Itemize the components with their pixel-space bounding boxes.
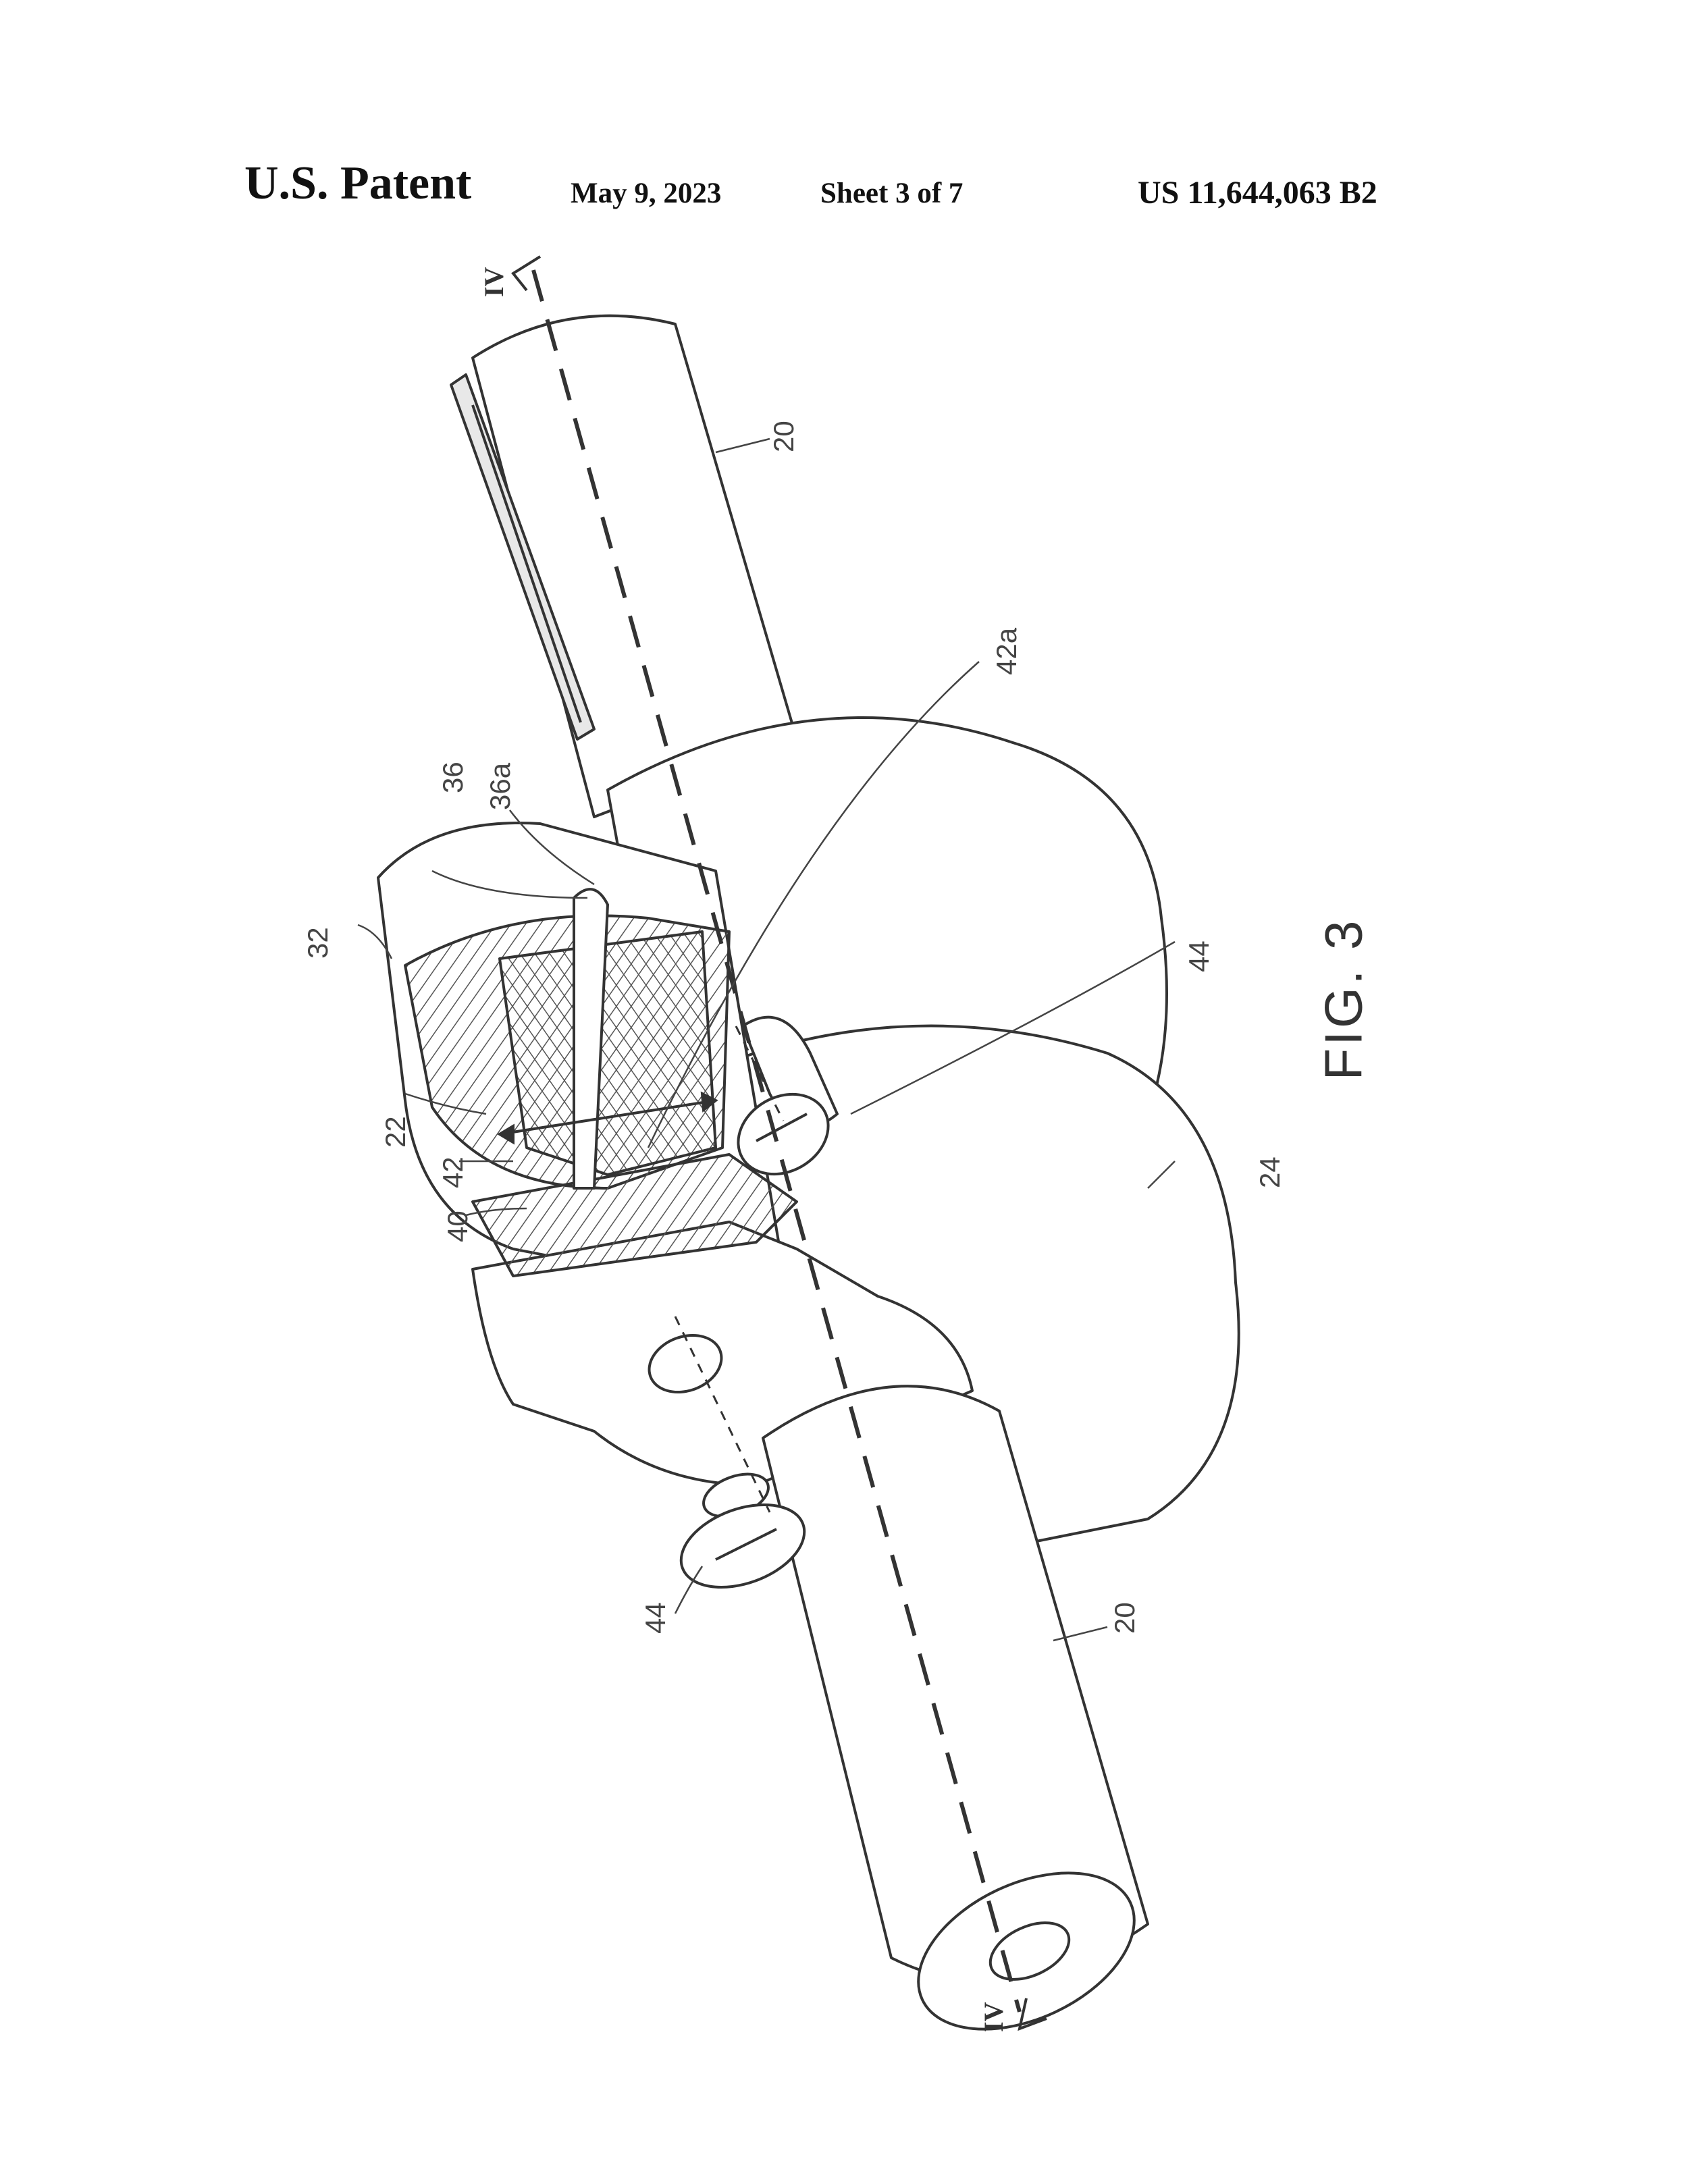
shaft-bore	[988, 1921, 1071, 1981]
ref-42: 42	[437, 1156, 469, 1188]
leader-36a	[509, 809, 595, 886]
leader-20-upper	[715, 437, 770, 454]
adjust-arrowhead-right	[700, 1091, 718, 1113]
screw-slot-lower	[715, 1528, 777, 1561]
ref-36a: 36a	[484, 762, 516, 810]
ref-42a: 42a	[991, 627, 1022, 675]
header-date: May 9, 2023	[571, 178, 722, 209]
section-arrow-top	[511, 255, 542, 292]
screw-axis-upper	[735, 1026, 785, 1121]
pin-lower-section	[471, 1153, 798, 1277]
leader-40	[465, 1207, 527, 1217]
rotation-axis	[531, 269, 1022, 2013]
leader-44-lower	[674, 1566, 704, 1614]
ref-44-upper: 44	[1183, 940, 1215, 972]
adjust-arrow	[499, 1099, 716, 1136]
oil-channel	[573, 888, 609, 1190]
leader-32	[357, 924, 393, 959]
figure-label: FIG. 3	[1313, 917, 1373, 1081]
header-sheet: Sheet 3 of 7	[820, 178, 964, 209]
screw-slot-upper	[756, 1113, 808, 1142]
shaft-groove	[450, 373, 596, 741]
leader-20-lower	[1053, 1626, 1108, 1642]
leader-36	[431, 870, 588, 899]
screw-axis	[674, 1316, 771, 1513]
ref-40: 40	[442, 1210, 473, 1242]
ref-22: 22	[379, 1116, 411, 1148]
ref-36: 36	[437, 762, 469, 793]
upper-shaft	[471, 314, 798, 818]
ref-44-lower: 44	[639, 1602, 671, 1634]
ref-20-lower: 20	[1109, 1602, 1140, 1634]
leader-42a	[647, 661, 980, 1148]
header-patent-number: US 11,644,063 B2	[1138, 175, 1377, 211]
adjust-arrowhead-left	[497, 1123, 515, 1145]
header-brand: U.S. Patent	[244, 157, 472, 209]
section-arrow-bottom	[1018, 1998, 1047, 2031]
screw-hole	[648, 1333, 723, 1394]
groove-line	[471, 404, 582, 723]
ref-20-upper: 20	[768, 421, 799, 452]
leader-44-upper	[850, 940, 1176, 1115]
ref-24: 24	[1254, 1156, 1286, 1188]
section-mark-top: IV	[479, 267, 509, 297]
section-mark-bottom: IV	[978, 2002, 1009, 2032]
ref-32: 32	[302, 927, 334, 959]
bushing-section	[498, 930, 717, 1176]
leader-22	[404, 1092, 487, 1115]
leader-24	[1147, 1161, 1176, 1189]
